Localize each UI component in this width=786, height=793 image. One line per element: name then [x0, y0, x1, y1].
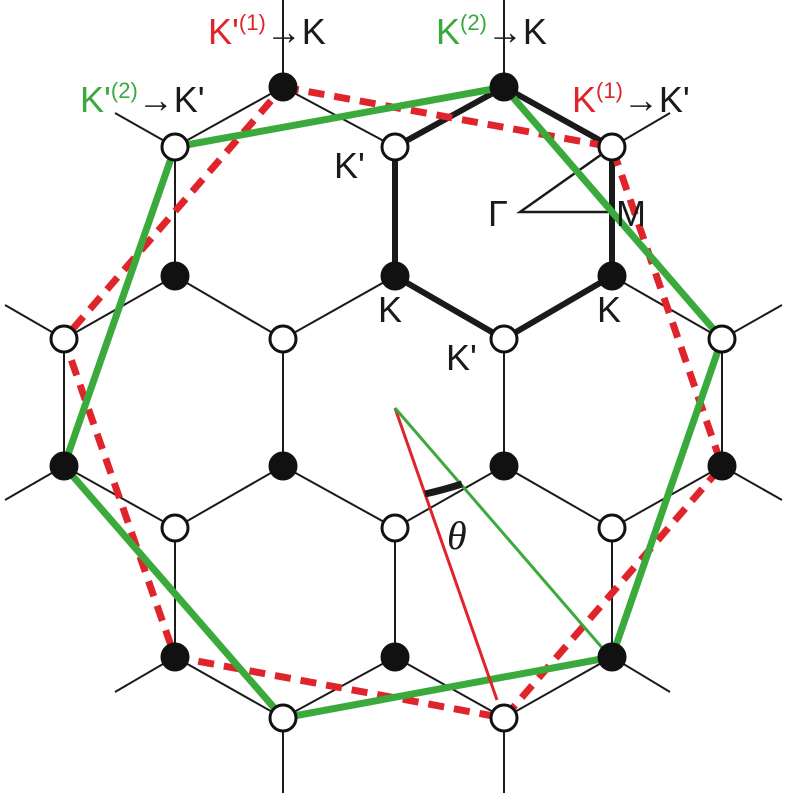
k-prime-node	[380, 513, 410, 543]
angle-ray-green	[393, 407, 606, 651]
k-prime-node	[489, 703, 519, 733]
label-m: M	[616, 193, 646, 234]
k-node	[49, 451, 79, 481]
k-prime-node	[268, 703, 298, 733]
label-hex-k-right: K	[597, 289, 621, 330]
k-prime-node	[597, 132, 627, 162]
label-kprime2-to-kprime: K'(2)→K'	[80, 78, 205, 120]
angle-ray-red	[393, 407, 499, 701]
k-prime-node	[489, 324, 519, 354]
gamma-m-k-path	[516, 145, 613, 214]
k-node	[380, 261, 410, 291]
k-prime-node	[160, 132, 190, 162]
label-hex-k-prime-bottom: K'	[446, 337, 477, 378]
label-hex-k-left: K	[378, 289, 402, 330]
k-node	[707, 451, 737, 481]
label-hex-k-prime-top-left: K'	[334, 145, 365, 186]
k-prime-node	[49, 324, 79, 354]
k-prime-node	[597, 513, 627, 543]
label-theta: θ	[447, 513, 467, 558]
k-node	[380, 642, 410, 672]
k-node	[597, 261, 627, 291]
k-node	[160, 261, 190, 291]
k-node	[268, 72, 298, 102]
k-node	[268, 451, 298, 481]
k-prime-node	[160, 513, 190, 543]
angle-arc	[424, 480, 464, 498]
k-prime-node	[707, 324, 737, 354]
k-node	[160, 642, 190, 672]
k-prime-node	[380, 132, 410, 162]
label-k2-to-k: K(2)→K	[436, 10, 547, 52]
k-node	[597, 642, 627, 672]
k-prime-node	[268, 324, 298, 354]
label-kprime1-to-k: K'(1)→K	[208, 10, 326, 52]
k-node	[489, 72, 519, 102]
k-node	[489, 451, 519, 481]
label-k1-to-kprime: K(1)→K'	[572, 78, 690, 120]
label-gamma: Γ	[488, 193, 508, 234]
